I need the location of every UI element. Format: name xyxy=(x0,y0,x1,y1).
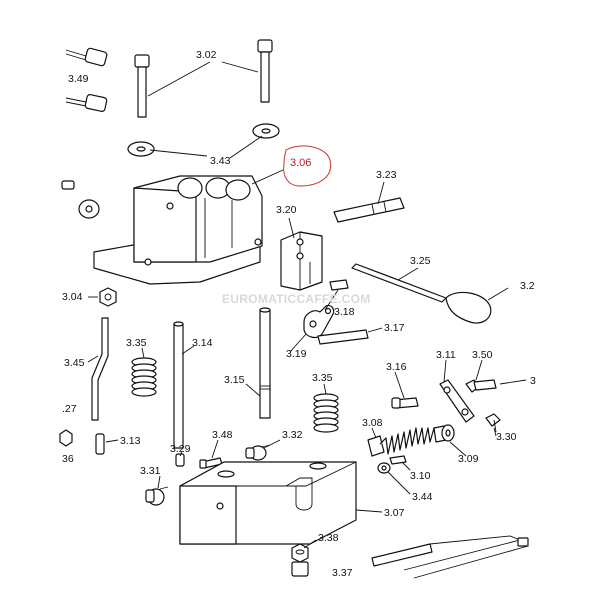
callout-3-32: 3.32 xyxy=(282,429,303,441)
nut-3-27 xyxy=(59,429,73,447)
shaft-3-14 xyxy=(173,321,184,449)
callout-3-50: 3.50 xyxy=(472,349,493,361)
callout-3-38: 3.38 xyxy=(318,532,339,544)
callout-3-30: 3.30 xyxy=(496,431,517,443)
callout-3-25: 3.25 xyxy=(410,255,431,267)
socket-screw-3-02-right xyxy=(257,39,273,103)
pin-3-13 xyxy=(95,433,105,455)
washer-3-44 xyxy=(377,462,391,474)
callout-3-27: .27 xyxy=(62,403,77,415)
callout-3-35-right: 3.35 xyxy=(312,372,333,384)
callout-3-16: 3.16 xyxy=(386,361,407,373)
callout-3-04: 3.04 xyxy=(62,291,83,303)
pin-3-18 xyxy=(329,279,349,291)
screw-3-50 xyxy=(465,379,497,393)
callout-3-36: 36 xyxy=(62,453,74,465)
callout-3-2: 3.2 xyxy=(520,280,535,292)
callout-3-14: 3.14 xyxy=(192,337,213,349)
shaft-3-15 xyxy=(259,307,271,419)
washer-left-edge xyxy=(61,180,100,219)
callout-3-44: 3.44 xyxy=(412,491,433,503)
spring-3-35-left xyxy=(131,357,157,397)
lever-3-25 xyxy=(351,263,492,324)
pin-3-23 xyxy=(333,197,405,223)
callout-3-06: 3.06 xyxy=(290,157,311,169)
callout-3-17: 3.17 xyxy=(384,322,405,334)
washer-3-43-left xyxy=(127,141,155,157)
socket-screw-3-02-left xyxy=(134,54,150,118)
base-block-3-07 xyxy=(179,461,357,545)
pin-3-29 xyxy=(175,453,185,467)
callout-3-02-left: 3.02 xyxy=(196,49,217,61)
leader-lines xyxy=(87,61,527,549)
watermark: EUROMATICCAFFE.COM xyxy=(222,292,371,306)
callout-3: 3 xyxy=(530,375,536,387)
washer-3-43-right xyxy=(252,123,280,139)
linkage-3-19 xyxy=(303,305,335,339)
plate-3-11 xyxy=(439,379,475,423)
callout-3-45: 3.45 xyxy=(64,357,85,369)
callout-3-43: 3.43 xyxy=(210,155,231,167)
callout-3-20: 3.20 xyxy=(276,204,297,216)
screw-3-49-upper xyxy=(65,47,108,67)
callout-labels: 3.02 3.49 3.43 3.23 3.20 3.25 3.2 3.04 3… xyxy=(62,49,536,579)
callout-3-09: 3.09 xyxy=(458,453,479,465)
nut-3-04 xyxy=(99,287,117,307)
callout-3-15: 3.15 xyxy=(224,374,245,386)
pin-3-17 xyxy=(317,329,369,345)
screw-3-10 xyxy=(389,455,407,465)
washer-3-09 xyxy=(441,424,455,442)
screw-3-48 xyxy=(199,457,223,469)
callout-3-29: 3.29 xyxy=(170,443,191,455)
callout-3-23: 3.23 xyxy=(376,169,397,181)
callout-3-48: 3.48 xyxy=(212,429,233,441)
callout-3-13: 3.13 xyxy=(120,435,141,447)
callout-3-10: 3.10 xyxy=(410,470,431,482)
fitting-3-32 xyxy=(245,444,271,461)
callout-3-07: 3.07 xyxy=(384,507,405,519)
spring-3-08 xyxy=(367,425,447,457)
callout-3-35-left: 3.35 xyxy=(126,337,147,349)
fitting-3-31 xyxy=(145,486,169,506)
rod-3-45 xyxy=(91,317,109,421)
callout-3-19: 3.19 xyxy=(286,348,307,360)
block-3-20 xyxy=(280,231,323,291)
callout-3-18: 3.18 xyxy=(334,306,355,318)
callout-3-31: 3.31 xyxy=(140,465,161,477)
callout-3-37: 3.37 xyxy=(332,567,353,579)
callout-3-49: 3.49 xyxy=(68,73,89,85)
group-body-3-06 xyxy=(93,175,263,285)
screw-3-16 xyxy=(391,397,419,409)
spring-3-35-right xyxy=(313,393,339,433)
fitting-3-38 xyxy=(291,543,309,577)
lever-3-37 xyxy=(371,535,529,579)
callout-3-08: 3.08 xyxy=(362,417,383,429)
callout-3-11: 3.11 xyxy=(436,349,456,361)
screw-3-49-lower xyxy=(65,94,108,112)
screw-3-30 xyxy=(485,413,501,433)
highlight-callout-3-06: 3.06 xyxy=(283,145,332,187)
